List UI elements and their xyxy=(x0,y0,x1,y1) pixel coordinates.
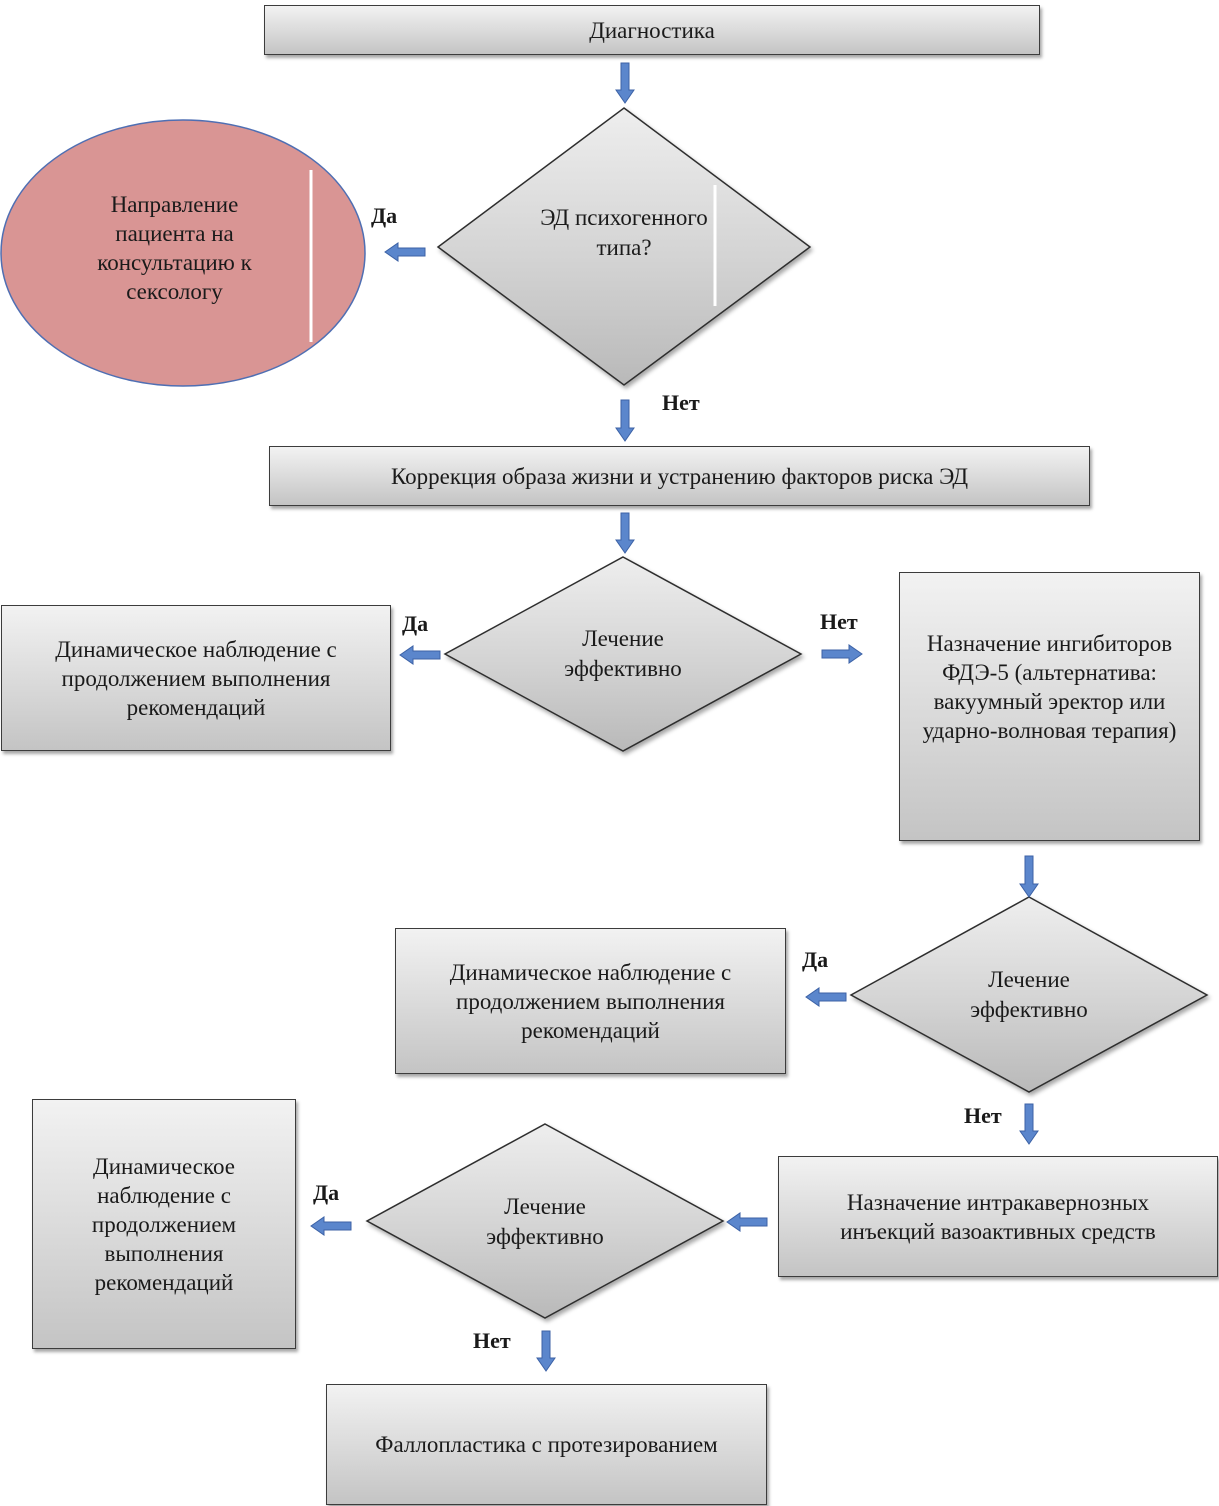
arrow-left-2 xyxy=(399,645,441,665)
observation-2-text: Динамическое наблюдение с продолжением в… xyxy=(449,959,732,1043)
observation-1-box: Динамическое наблюдение с продолжением в… xyxy=(1,605,391,751)
label-no-decision-1: Нет xyxy=(820,609,858,634)
diagnostics-box: Диагностика xyxy=(264,5,1040,55)
observation-3-box: Динамическое наблюдение с продолжением в… xyxy=(32,1099,296,1349)
arrow-down-6 xyxy=(536,1330,556,1372)
decision-3-diamond xyxy=(365,1123,725,1319)
observation-1-text: Динамическое наблюдение с продолжением в… xyxy=(55,636,337,720)
decision-psychogenic-text: ЭД психогенного типа? xyxy=(540,205,708,260)
sexologist-oval-shape xyxy=(0,119,366,387)
arrow-down-1 xyxy=(615,62,635,104)
decision-2-text: Лечение эффективно xyxy=(970,967,1088,1022)
arrow-down-4 xyxy=(1019,855,1039,898)
arrow-down-5 xyxy=(1019,1103,1039,1145)
label-no-psychogenic: Нет xyxy=(662,390,700,415)
decision-3-text: Лечение эффективно xyxy=(486,1194,604,1249)
lifestyle-text: Коррекция образа жизни и устранению факт… xyxy=(390,463,969,489)
arrow-left-5 xyxy=(310,1216,352,1236)
decision-psychogenic-diamond xyxy=(436,107,812,386)
observation-2-box: Динамическое наблюдение с продолжением в… xyxy=(395,928,786,1074)
lifestyle-box: Коррекция образа жизни и устранению факт… xyxy=(269,446,1090,506)
arrow-left-3 xyxy=(805,987,847,1007)
observation-3-text: Динамическое наблюдение с продолжением в… xyxy=(91,1153,237,1295)
decision-2-diamond xyxy=(849,896,1209,1093)
phalloplasty-text: Фаллопластика с протезированием xyxy=(375,1432,718,1457)
diagnostics-text: Диагностика xyxy=(589,17,715,43)
decision-1-diamond xyxy=(443,556,803,752)
arrow-left-4 xyxy=(726,1212,768,1232)
arrow-down-2 xyxy=(615,399,635,442)
label-no-decision-3: Нет xyxy=(473,1328,511,1353)
label-yes-decision-3: Да xyxy=(313,1180,340,1205)
sexologist-node: Направление пациента на консультацию к с… xyxy=(0,119,367,387)
decision-1-text: Лечение эффективно xyxy=(564,626,682,681)
injections-box: Назначение интракавернозных инъекций ваз… xyxy=(778,1156,1218,1277)
label-yes-decision-2: Да xyxy=(802,947,829,972)
sexologist-text: Направление пациента на консультацию к с… xyxy=(97,192,252,304)
phalloplasty-box: Фаллопластика с протезированием xyxy=(326,1384,767,1505)
arrow-left-1 xyxy=(384,242,426,262)
pde5-text: Назначение ингибиторов ФДЭ-5 (альтернати… xyxy=(922,630,1177,743)
label-yes-psychogenic: Да xyxy=(371,203,398,228)
injections-text: Назначение интракавернозных инъекций ваз… xyxy=(840,1189,1156,1244)
arrow-right-1 xyxy=(821,644,863,664)
pde5-box: Назначение ингибиторов ФДЭ-5 (альтернати… xyxy=(899,572,1200,841)
label-no-decision-2: Нет xyxy=(964,1103,1002,1128)
arrow-down-3 xyxy=(615,512,635,554)
label-yes-decision-1: Да xyxy=(402,611,429,636)
